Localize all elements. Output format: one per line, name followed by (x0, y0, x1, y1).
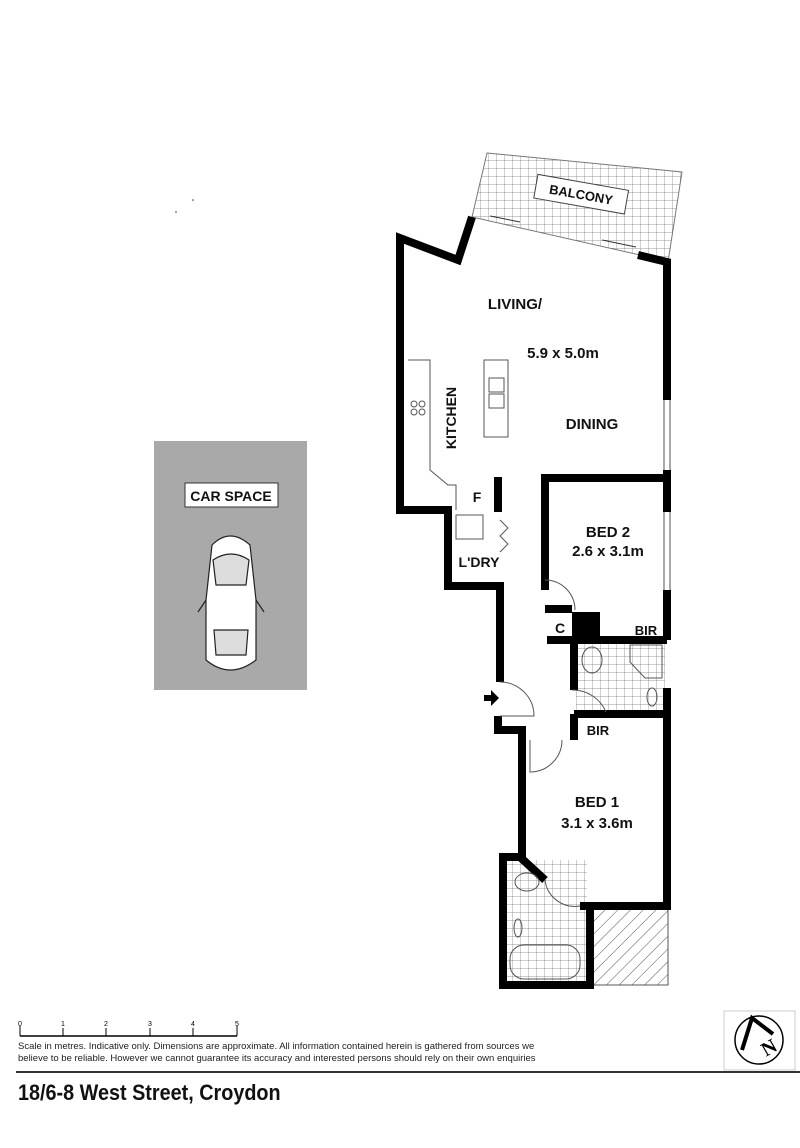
bed1-label: BED 1 (575, 794, 619, 811)
living-label: LIVING/ (488, 296, 543, 313)
cupboard-label: C (555, 620, 565, 636)
windows (663, 400, 671, 590)
ensuite-tiles (507, 860, 587, 982)
living-size: 5.9 x 5.0m (527, 345, 599, 362)
kitchen-label: KITCHEN (443, 387, 459, 449)
disclaimer-line: Scale in metres. Indicative only. Dimens… (18, 1041, 535, 1052)
entry-arrow-icon (484, 690, 499, 706)
scale-tick: 3 (148, 1021, 152, 1028)
bed1-size: 3.1 x 3.6m (561, 815, 633, 832)
disclaimer: Scale in metres. Indicative only. Dimens… (18, 1041, 538, 1065)
divider (16, 1071, 800, 1073)
scale-tick: 1 (61, 1021, 65, 1028)
laundry-label: L'DRY (459, 554, 501, 570)
kitchen-fittings (408, 359, 663, 980)
fridge-label: F (473, 489, 482, 505)
car-icon (197, 535, 265, 671)
courtyard (589, 907, 669, 986)
disclaimer-line: believe to be reliable. However we canno… (18, 1053, 536, 1064)
walls (396, 215, 671, 989)
scale-tick: 2 (104, 1021, 108, 1028)
bed2-size: 2.6 x 3.1m (572, 543, 644, 560)
scale-tick: 0 (18, 1021, 22, 1028)
car-space-label: CAR SPACE (190, 488, 271, 504)
north-compass-icon: N (723, 1010, 796, 1071)
bir-bed1-label: BIR (587, 723, 610, 738)
bed2-label: BED 2 (586, 524, 630, 541)
bathroom-tiles (576, 643, 665, 711)
bir-bed2-label: BIR (635, 623, 658, 638)
balcony: BALCONY (471, 152, 683, 263)
scale-tick: 4 (191, 1021, 195, 1028)
scale-tick: 5 (235, 1021, 239, 1028)
car-space: CAR SPACE (154, 441, 307, 690)
dining-label: DINING (566, 416, 619, 433)
scale-bar: 0 1 2 3 4 5 (18, 1021, 239, 1037)
property-address: 18/6-8 West Street, Croydon (18, 1080, 281, 1105)
